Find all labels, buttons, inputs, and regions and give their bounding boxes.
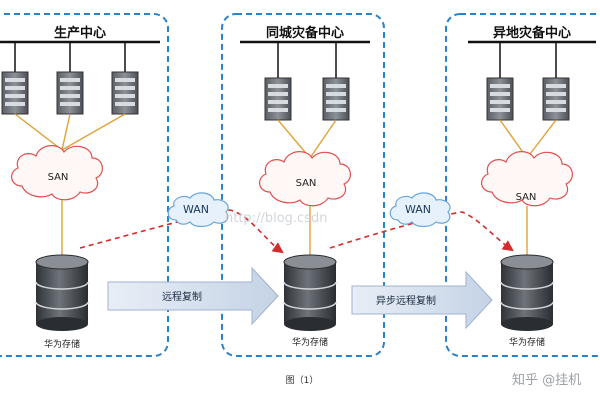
wan-cloud-1: [167, 192, 229, 228]
async-remote-replication-arrow: [351, 270, 493, 330]
remote-dr-center-title: 异地灾备中心: [493, 25, 571, 41]
production-center-box: [0, 13, 169, 357]
local-dr-san-label: SAN: [296, 178, 317, 189]
local-dr-server-1: [264, 77, 292, 121]
figure-caption: 图（1）: [286, 375, 319, 386]
remote-dr-server-2: [542, 77, 570, 121]
production-storage-label: 华为存储: [44, 338, 80, 350]
remote-dr-storage-icon: [500, 254, 554, 331]
wan-label-1: WAN: [183, 203, 209, 216]
remote-dr-center-box: [445, 13, 600, 357]
local-dr-storage-icon: [283, 254, 337, 331]
production-storage-icon: [35, 254, 89, 331]
zhihu-brand-watermark: 知乎 @挂机: [512, 372, 581, 388]
local-dr-storage-label: 华为存储: [292, 336, 328, 348]
async-remote-replication-label: 异步远程复制: [376, 294, 436, 307]
production-san-label: SAN: [48, 172, 69, 183]
local-dr-center-box: [221, 13, 385, 357]
remote-dr-san-cloud: [481, 151, 573, 207]
remote-dr-san-label: SAN: [516, 192, 537, 203]
wan-label-2: WAN: [405, 203, 431, 216]
production-center-title: 生产中心: [54, 25, 106, 41]
remote-replication-arrow: [107, 266, 279, 326]
remote-dr-server-1: [486, 77, 514, 121]
blog-watermark: http://blog.csdn: [225, 211, 327, 226]
wan-cloud-2: [389, 192, 451, 228]
production-server-2: [56, 71, 84, 115]
production-server-3: [111, 71, 139, 115]
remote-replication-label: 远程复制: [162, 290, 202, 303]
local-dr-san-cloud: [259, 151, 351, 207]
local-dr-center-title: 同城灾备中心: [266, 25, 344, 41]
local-dr-server-2: [322, 77, 350, 121]
production-san-cloud: [11, 145, 103, 201]
production-server-1: [1, 71, 29, 115]
remote-dr-storage-label: 华为存储: [509, 336, 545, 348]
